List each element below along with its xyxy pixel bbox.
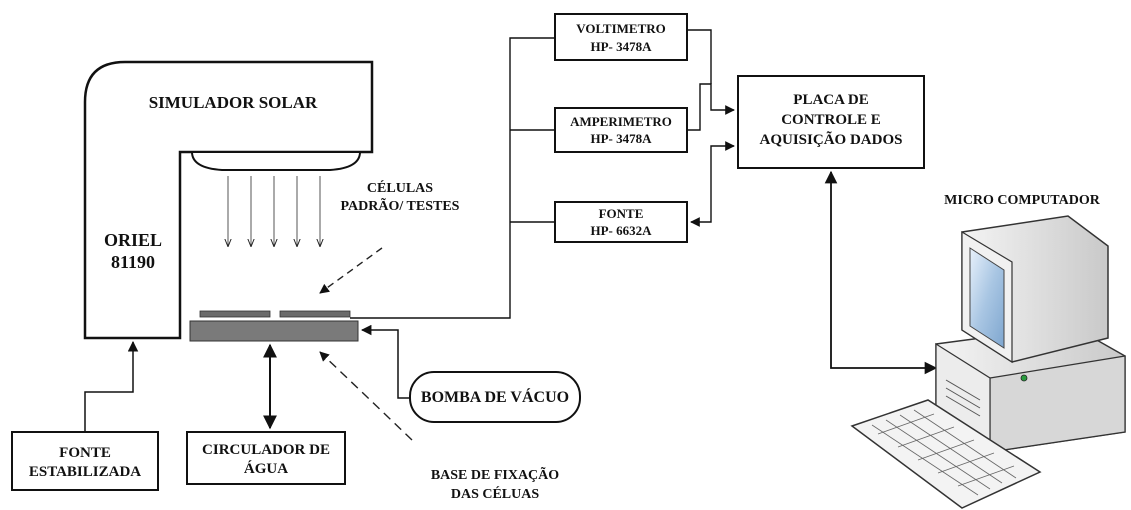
- placa-line1: PLACA DE: [793, 92, 868, 108]
- solar-simulator: SIMULADOR SOLAR ORIEL 81190: [83, 60, 374, 340]
- reference-cell: [199, 310, 271, 318]
- base-label-line2: DAS CÉLUAS: [451, 485, 540, 502]
- cells-label-line1: CÉLULAS: [367, 179, 433, 196]
- amperimetro-line1: AMPERIMETRO: [570, 114, 672, 129]
- bomba-to-base-line: [360, 324, 410, 399]
- fonte-estabilizada-box: [11, 431, 159, 491]
- keyboard: [850, 399, 1042, 509]
- voltimetro-box: [554, 13, 688, 61]
- cells-instrument-bus: [350, 37, 555, 319]
- instrument-to-placa-lines: [687, 29, 735, 227]
- placa-box: [737, 75, 925, 169]
- power-led: [1020, 374, 1028, 382]
- fonte-hp-line1: FONTE: [599, 206, 644, 221]
- fonte-estabilizada-line1: FONTE: [59, 445, 111, 461]
- cells-label-line2: PADRÃO/ TESTES: [341, 196, 460, 214]
- voltimetro-line2: HP- 3478A: [590, 39, 652, 54]
- voltimetro-line1: VOLTIMETRO: [576, 21, 666, 36]
- circulador-line2: ÁGUA: [244, 460, 288, 477]
- base-pointer-arrow: [319, 351, 413, 441]
- fonte-to-simulator-line: [84, 340, 139, 432]
- fonte-hp-box: [554, 201, 688, 243]
- amperimetro-box: [554, 107, 688, 153]
- fonte-estabilizada-line2: ESTABILIZADA: [29, 464, 141, 480]
- base-label-line1: BASE DE FIXAÇÃO: [431, 465, 559, 483]
- cells-pointer-arrow: [319, 247, 383, 294]
- placa-line3: AQUISIÇÃO DADOS: [760, 130, 903, 148]
- simulator-model-line1: ORIEL: [104, 230, 162, 250]
- bomba-label: BOMBA DE VÁCUO: [421, 387, 569, 406]
- circulador-line1: CIRCULADOR DE: [202, 442, 330, 458]
- simulator-lens: [190, 151, 362, 171]
- computer-icon: [850, 215, 1126, 509]
- simulator-title: SIMULADOR SOLAR: [149, 93, 318, 112]
- bomba-box: [409, 371, 581, 423]
- amperimetro-line2: HP- 3478A: [590, 131, 652, 146]
- fixation-base: [189, 320, 359, 342]
- placa-line2: CONTROLE E: [781, 112, 881, 128]
- monitor-screen: [969, 247, 1005, 349]
- computer-label: MICRO COMPUTADOR: [944, 193, 1101, 208]
- test-cell: [279, 310, 351, 318]
- simulator-model-line2: 81190: [111, 252, 155, 272]
- light-rays: [228, 176, 320, 246]
- placa-computer-link: [824, 170, 938, 375]
- circulador-box: [186, 431, 346, 485]
- fonte-hp-line2: HP- 6632A: [590, 223, 652, 238]
